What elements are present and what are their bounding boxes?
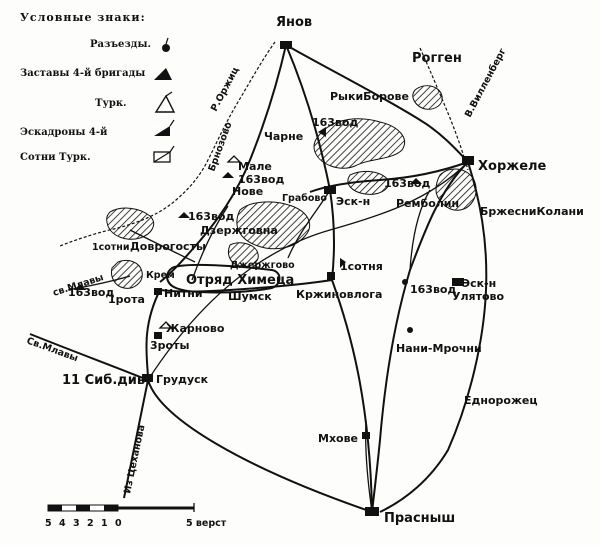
place-kreml: Крем — [146, 270, 175, 281]
railway — [147, 161, 469, 381]
patrol-icon — [162, 44, 170, 52]
scale-bar: 5 4 3 2 1 0 5 верст — [45, 503, 227, 529]
sotnia-flag-icon — [153, 151, 171, 163]
place-dzerzhgovna: Дзержговна — [200, 224, 278, 237]
place-dovrogosty: Доврогосты — [130, 240, 206, 253]
place-krzhinovloga: Кржиновлога — [296, 288, 382, 301]
place-dzerzhgovo: Джержгово — [230, 260, 295, 271]
place-roggen: Рогген — [412, 51, 462, 66]
legend-item-outposts: Заставы 4-й бригады — [20, 68, 145, 79]
scale-label: 5 верст — [186, 518, 227, 529]
legend-icons — [153, 37, 176, 163]
place-mkhove: Мхове — [318, 432, 358, 445]
place-rembelin: Ремболин — [396, 197, 459, 210]
legend-item-patrols: Разъезды. — [90, 39, 151, 50]
unit-1-sotnia: 1сотня — [340, 260, 383, 273]
place-nani-mrochni: Нани-Мрочни — [396, 342, 482, 355]
road-vilenberg: В.Вилленберг — [463, 47, 509, 120]
unit-symbols — [74, 127, 464, 333]
legend-title: Условные знаки: — [20, 11, 146, 24]
detachment-outline — [166, 263, 281, 294]
place-prasnysh: Прасныш — [384, 511, 455, 526]
place-brzhesni-kolani: БржесниКолани — [480, 205, 584, 218]
unit-esk-ulyatovo: Эск-н — [462, 277, 496, 290]
place-ryki-borove: РыкиБорове — [330, 90, 409, 103]
unit-sotni-left: 1сотни — [92, 242, 130, 253]
rivers — [59, 41, 469, 247]
outpost-outline-icon — [154, 94, 176, 113]
unit-vzvod-charne: 163вод — [312, 116, 358, 129]
scale-tick-0: 0 — [115, 518, 122, 529]
scale-tick-4: 4 — [59, 518, 66, 529]
legend-item-turk: Турк. — [95, 98, 127, 109]
unit-detachment: Отряд Химеца — [186, 273, 294, 288]
unit-esk-grabovo: Эск-н — [336, 195, 370, 208]
place-zharnovo: Жарново — [166, 322, 225, 335]
scale-tick-3: 3 — [73, 518, 80, 529]
unit-1-rota: 1рота — [108, 293, 145, 306]
legend-item-sotni: Сотни Турк. — [20, 152, 91, 163]
town-markers — [142, 41, 474, 516]
unit-11-sib-div: 11 Сиб.див. — [62, 373, 150, 388]
road-tsekhanov: Из Цеханова — [122, 424, 147, 495]
place-nitni: Нитни — [164, 287, 203, 300]
unit-vzvod-male: 163вод — [238, 173, 284, 186]
scale-tick-2: 2 — [87, 518, 94, 529]
scale-tick-5: 5 — [45, 518, 52, 529]
legend-item-squadrons: Эскадроны 4-й — [20, 127, 108, 138]
unit-vzvod-ulyatovo: 163вод — [410, 283, 456, 296]
place-grabovo: Грабово — [282, 193, 327, 204]
place-yanov: Янов — [276, 15, 312, 30]
river-orzhits: Р.Оржиц — [209, 65, 242, 113]
outpost-solid-icon — [154, 68, 172, 80]
unit-3-roty: 3роты — [150, 339, 189, 352]
scale-tick-1: 1 — [101, 518, 108, 529]
place-grudusk: Грудуск — [156, 373, 209, 386]
place-ulyatovo: Улятово — [452, 290, 504, 303]
place-ednorozhets: Еднорожец — [464, 394, 538, 407]
road-brinozovo: Брнозово — [206, 120, 234, 173]
unit-vzvod-dzerzh: 163вод — [188, 210, 234, 223]
place-khorzhele: Хоржеле — [478, 159, 547, 174]
place-male: Мале — [238, 160, 272, 173]
place-nove: Нове — [232, 185, 263, 198]
unit-vzvod-grabovo: 163вод — [384, 177, 430, 190]
place-shumsk: Шумск — [228, 290, 272, 303]
forest-areas — [106, 85, 477, 289]
unit-vzvod-mlawa: 163вод — [68, 286, 114, 299]
place-charne: Чарне — [264, 130, 303, 143]
